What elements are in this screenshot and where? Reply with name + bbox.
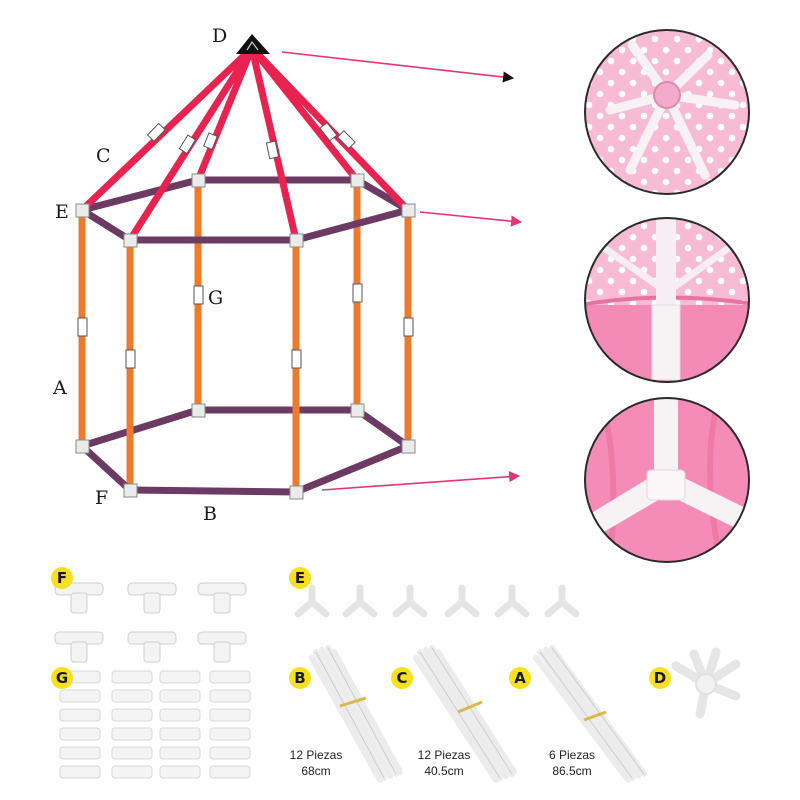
caption-c-qty: 12 Piezas [418, 748, 471, 762]
badge-e: E [289, 567, 311, 589]
top-ring [80, 176, 410, 244]
label-c: C [96, 145, 111, 167]
badge-g: G [51, 667, 73, 689]
badge-a: A [509, 667, 531, 689]
svg-text:D: D [654, 669, 666, 687]
arrow-middle [419, 211, 523, 227]
diagram-labels: D C E G A F B [52, 25, 227, 525]
tent-frame [75, 34, 416, 500]
label-a: A [52, 377, 67, 399]
arrow-bottom [321, 471, 521, 491]
part-badges: F E G B C A D [51, 567, 671, 689]
parts-e-connectors [294, 584, 580, 618]
svg-text:B: B [294, 669, 305, 687]
roof-connectors [146, 121, 356, 160]
parts-b-pole-bundle [309, 645, 403, 783]
arrow-top [281, 51, 515, 83]
part-captions: 12 Piezas 68cm 12 Piezas 40.5cm 6 Piezas… [290, 748, 595, 778]
svg-text:C: C [396, 669, 407, 687]
label-d: D [212, 25, 227, 47]
apex-cap [236, 34, 270, 54]
parts-c-pole-bundle [413, 645, 517, 783]
bottom-ring-back [80, 406, 411, 450]
label-g: G [208, 287, 223, 309]
svg-text:E: E [295, 569, 305, 587]
detail-arrows [281, 51, 523, 491]
vertical-connectors [77, 283, 414, 369]
parts-f-connectors [54, 582, 247, 663]
svg-text:G: G [56, 669, 68, 687]
label-f: F [95, 487, 108, 509]
label-e: E [55, 201, 69, 223]
badge-f: F [51, 567, 73, 589]
caption-a-len: 86.5cm [552, 764, 591, 778]
svg-text:F: F [57, 569, 67, 587]
caption-b-len: 68cm [301, 764, 330, 778]
svg-text:A: A [514, 669, 526, 687]
detail-photo-bottom [584, 397, 750, 563]
label-b: B [203, 503, 217, 525]
caption-b-qty: 12 Piezas [290, 748, 343, 762]
caption-c-len: 40.5cm [424, 764, 463, 778]
detail-photo-top [584, 29, 750, 195]
badge-c: C [391, 667, 413, 689]
corner-joints [75, 173, 416, 500]
parts-d-hub [671, 647, 741, 719]
caption-a-qty: 6 Piezas [549, 748, 595, 762]
bottom-ring-front [79, 442, 410, 496]
parts-g-couplers [59, 670, 251, 779]
badge-d: D [649, 667, 671, 689]
detail-photo-middle [584, 217, 750, 383]
parts-a-pole-bundle [533, 645, 647, 783]
badge-b: B [289, 667, 311, 689]
